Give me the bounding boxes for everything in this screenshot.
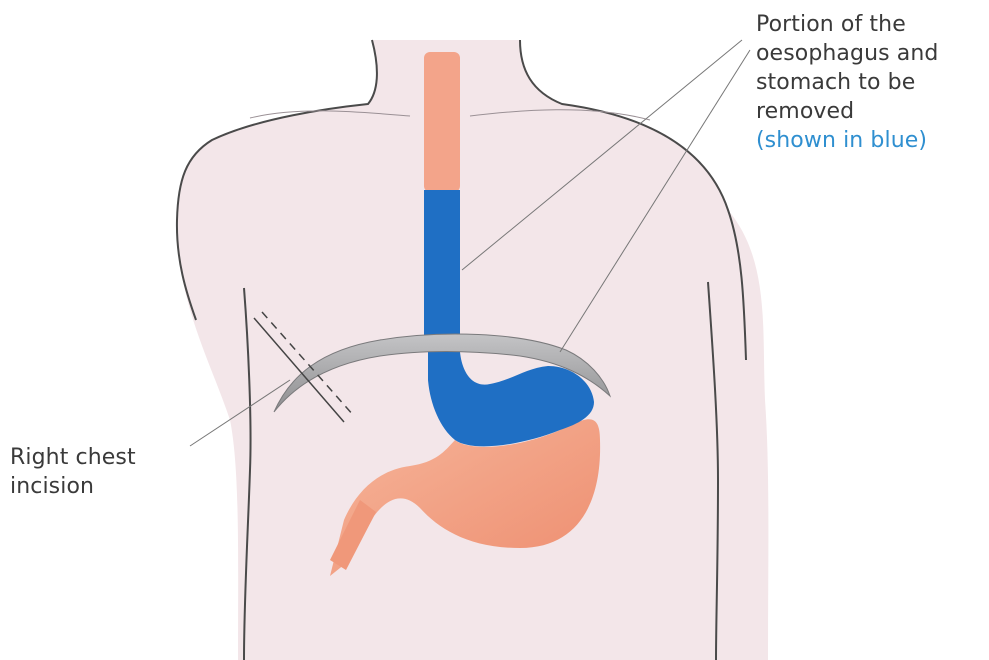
removal-label-line-4: removed <box>756 97 986 126</box>
right-chest-incision-label: Right chest incision <box>10 443 210 501</box>
incision-label-line-1: Right chest <box>10 443 210 472</box>
incision-label-line-2: incision <box>10 472 210 501</box>
oesophagus-upper <box>424 52 460 192</box>
oesophagus-removed-portion <box>424 190 460 352</box>
removal-label-line-3: stomach to be <box>756 68 986 97</box>
removal-label-line-2: oesophagus and <box>756 39 986 68</box>
removal-label-blue-note: (shown in blue) <box>756 126 986 155</box>
removal-label-line-1: Portion of the <box>756 10 986 39</box>
removal-portion-label: Portion of the oesophagus and stomach to… <box>756 10 986 155</box>
